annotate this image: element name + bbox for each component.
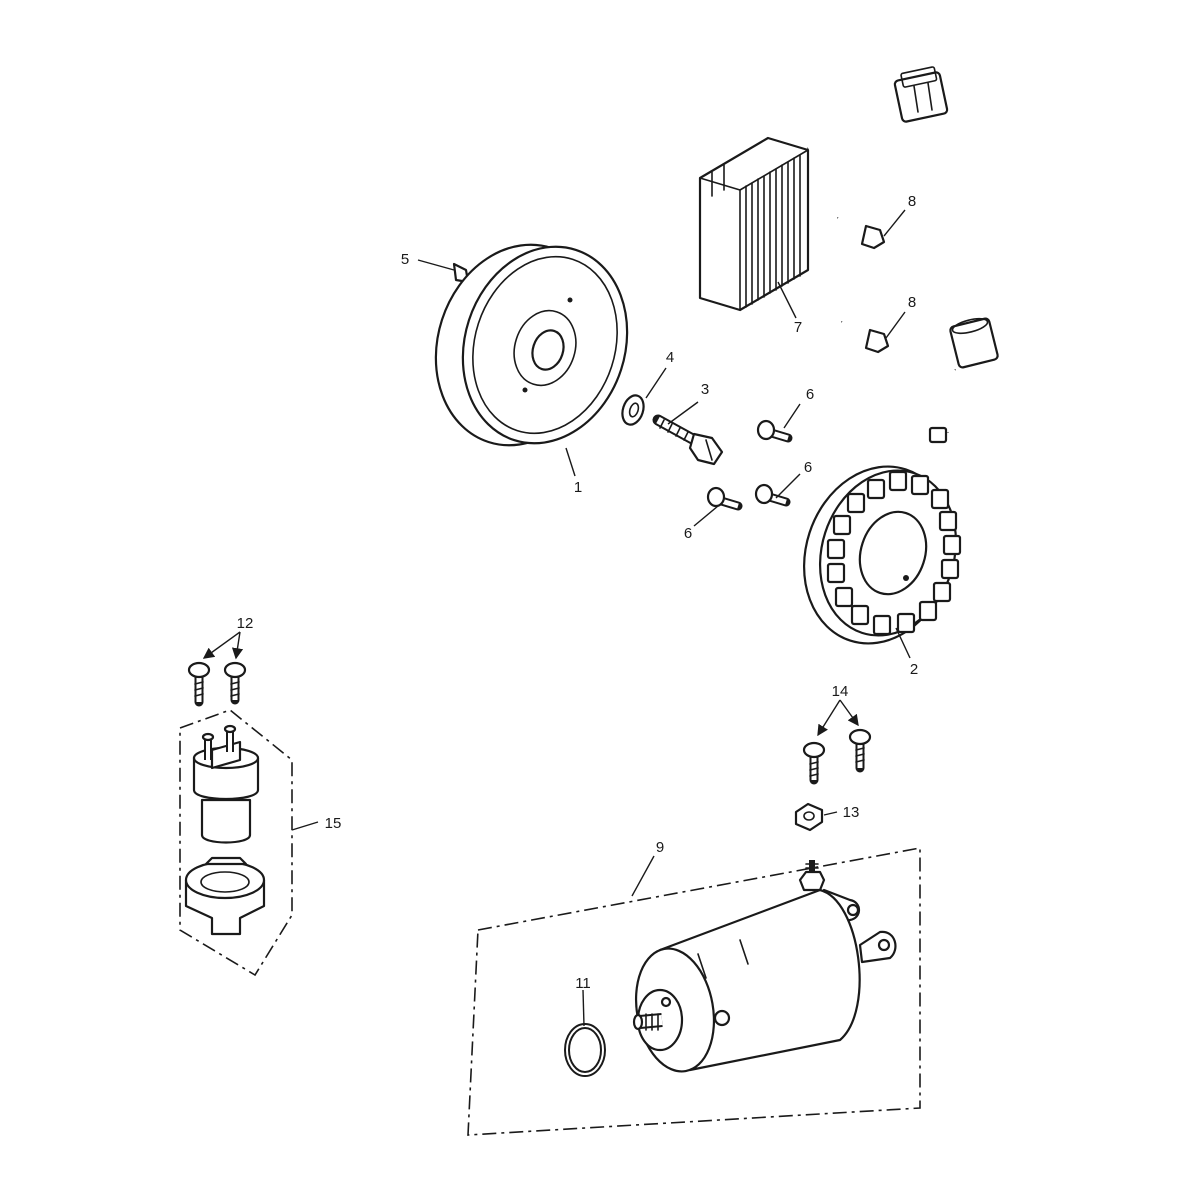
- callout-2: 2: [910, 661, 918, 678]
- callout-12: 12: [237, 615, 254, 632]
- starter-relay: [192, 724, 260, 844]
- callout-9: 9: [656, 839, 664, 856]
- starter-motor: [632, 860, 897, 1073]
- callout-14: 14: [832, 683, 849, 700]
- stator: [802, 317, 999, 645]
- flange-nut: [794, 802, 824, 832]
- bolt-8-lower: [841, 320, 890, 354]
- callout-3: 3: [701, 381, 709, 398]
- stator-bolt-left: [706, 486, 743, 511]
- callout-labels: 1 2 3 4 5 6 6 6 7 8 8 9 11 12 13 14 15: [237, 193, 919, 992]
- flywheel-rotor: [434, 243, 629, 447]
- callout-6-left: 6: [684, 525, 692, 542]
- callout-1: 1: [574, 479, 582, 496]
- stator-bolt-upper: [756, 419, 793, 443]
- relay-rubber-mount: [184, 856, 266, 936]
- bolt-8-upper: [837, 216, 886, 250]
- callout-13: 13: [843, 804, 860, 821]
- regulator-connector: [893, 66, 949, 123]
- callout-15: 15: [325, 815, 342, 832]
- callout-8-upper: 8: [908, 193, 916, 210]
- callout-5: 5: [401, 251, 409, 268]
- callout-4: 4: [666, 349, 674, 366]
- regulator-rectifier: [698, 66, 949, 312]
- callout-6-right: 6: [804, 459, 812, 476]
- stator-bolt-right: [754, 483, 791, 507]
- washer: [621, 394, 645, 426]
- callout-6-upper: 6: [806, 386, 814, 403]
- leader-lines: [202, 209, 911, 1027]
- stator-connector: [949, 317, 999, 369]
- bolt-14-left: [802, 741, 826, 785]
- bolt-12-right: [223, 661, 247, 705]
- starter-relay-assembly: [179, 709, 293, 977]
- bolt-14-right: [848, 728, 872, 773]
- starter-motor-assembly: [467, 847, 921, 1136]
- flywheel-bolt: [652, 414, 724, 466]
- callout-11: 11: [575, 975, 591, 992]
- bolt-12-left: [187, 661, 211, 707]
- o-ring: [564, 1023, 606, 1077]
- callout-8-lower: 8: [908, 294, 916, 311]
- callout-7: 7: [794, 319, 802, 336]
